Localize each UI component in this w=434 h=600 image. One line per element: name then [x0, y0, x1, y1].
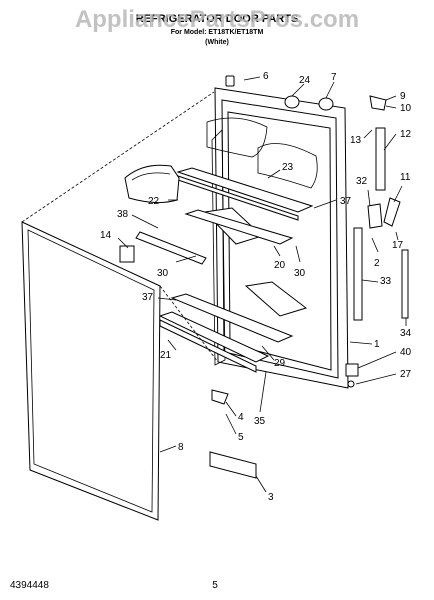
door-gasket: [21, 91, 219, 521]
small-parts: [119, 75, 409, 479]
callout-35: 38: [117, 209, 129, 220]
callout-11: 11: [400, 172, 411, 183]
callout-29: 29: [274, 358, 286, 369]
diagram-title: REFRIGERATOR DOOR PARTS: [136, 13, 299, 25]
leader-lines: [117, 76, 407, 493]
callout-6: 6: [263, 71, 269, 82]
callout-12: 12: [400, 129, 412, 140]
callout-4: 4: [238, 412, 244, 423]
dairy-door: [124, 164, 180, 204]
callout-30-left: 30: [157, 268, 169, 279]
callout-30-right: 30: [294, 268, 306, 279]
footer-code: 4394448: [10, 580, 49, 591]
door-shelves: [158, 167, 314, 373]
callout-20: 20: [274, 260, 286, 271]
callout-24: 24: [299, 75, 311, 86]
callout-33: 33: [380, 276, 392, 287]
callout-21: 21: [160, 350, 172, 361]
callout-7: 7: [331, 72, 337, 83]
watermark: AppliancePartsPros.com: [75, 6, 359, 33]
callout-10: 10: [400, 103, 412, 114]
callout-22: 22: [148, 196, 160, 207]
callout-38: 35: [254, 416, 266, 427]
callout-14: 13: [350, 135, 362, 146]
callout-37: 37: [142, 292, 154, 303]
callout-1: 1: [374, 339, 380, 350]
callout-labels: 6 24 7 9 10 13 12 23 22 38 14 37 32 11 1…: [100, 71, 412, 503]
callout-3: 3: [268, 492, 274, 503]
callout-5: 5: [238, 432, 244, 443]
callout-8: 8: [178, 442, 184, 453]
diagram-subtitle: For Model: ET18TK/ET18TM: [171, 29, 264, 36]
callout-39: 37: [340, 196, 352, 207]
callout-9: 9: [400, 91, 406, 102]
diagram-note: (White): [205, 39, 229, 46]
callout-13: 14: [100, 230, 112, 241]
callout-2: 2: [374, 258, 380, 269]
callout-32: 32: [356, 176, 368, 187]
callout-40: 40: [400, 347, 412, 358]
footer-page: 5: [212, 580, 218, 591]
callout-34: 34: [400, 328, 412, 339]
callout-27: 27: [400, 369, 412, 380]
callout-17: 17: [392, 240, 404, 251]
callout-23: 23: [282, 162, 294, 173]
